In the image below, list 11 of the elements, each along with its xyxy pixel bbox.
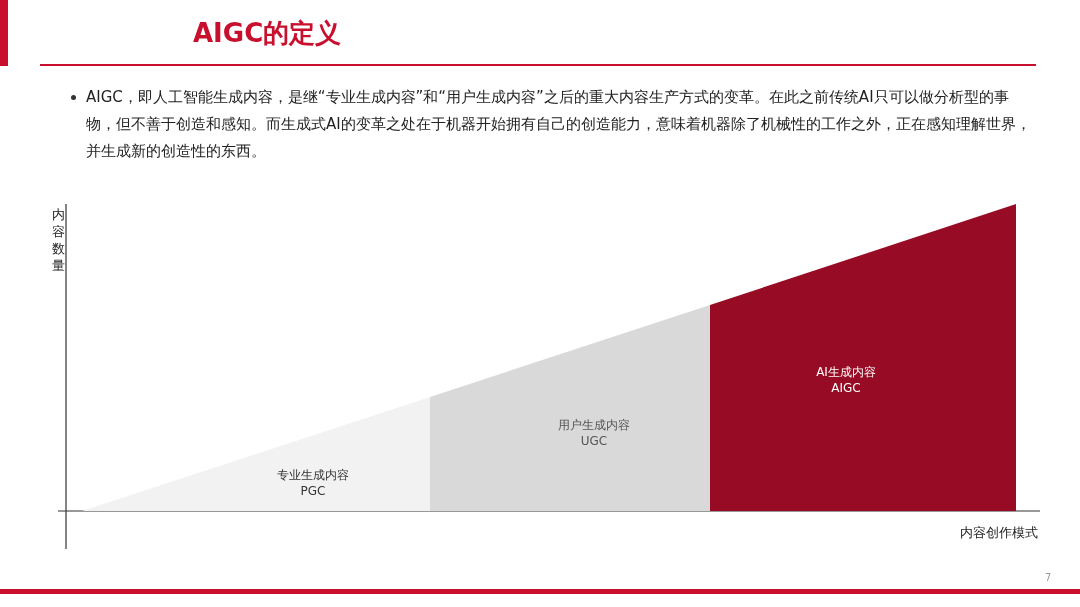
abbreviation-label: UGC [580, 433, 608, 449]
region-label: 专业生成内容 [277, 467, 349, 483]
abbreviation-label: PGC [300, 483, 326, 499]
abbreviation-label: AIGC [831, 380, 861, 396]
axis-title: 内容数量 [52, 206, 66, 274]
slide-title: AIGC的定义 [193, 17, 342, 50]
region-label: 用户生成内容 [558, 417, 630, 433]
axis-title: 内容创作模式 [960, 524, 1038, 542]
page-number: 7 [1045, 572, 1052, 583]
region-label: AI生成内容 [816, 364, 876, 380]
body-text: AIGC，即人工智能生成内容，是继“专业生成内容”和“用户生成内容”之后的重大内容生产方式的变革。在此之前传统AI只可以做分析型的事物，但不善于创造和感知。而生成式AI的变革之处在于机器开始拥有自己的创造能力，意味着机器除了机械性的工作之外，正在感知理解世界，并生成新的创造性的东西。 [86, 87, 1032, 162]
